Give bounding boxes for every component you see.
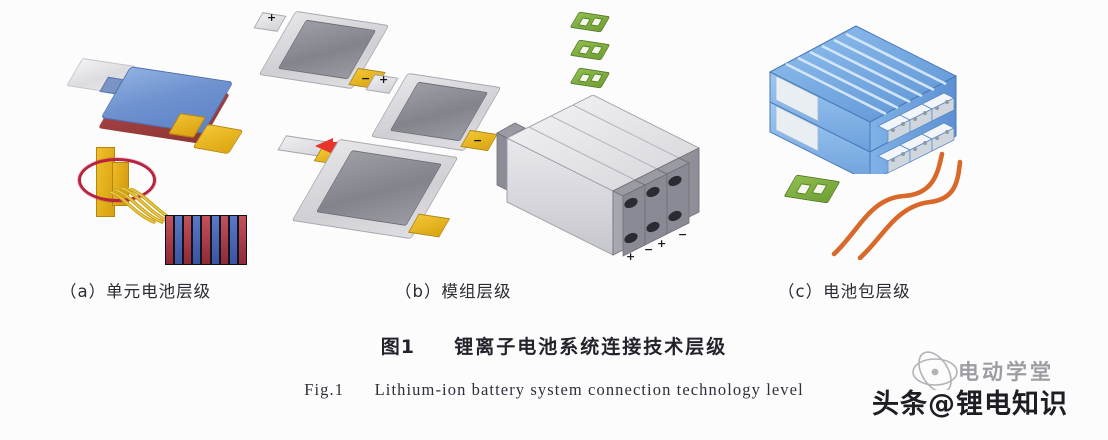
svg-text:+: + (626, 250, 635, 260)
panel-b-label: （b）模组层级 (395, 282, 512, 301)
panel-a-label: （a）单元电池层级 (60, 282, 212, 301)
busbar-connector-pack (783, 174, 841, 204)
pouch-cell-2: + − (365, 72, 503, 156)
watermark-account: 锂电知识 (956, 389, 1068, 420)
electrode-stack (165, 215, 247, 265)
figure-title: 图1 锂离子电池系统连接技术层级 (0, 332, 1108, 359)
watermark-text: 头条@锂电知识 (872, 382, 1068, 421)
battery-pack-assembly (768, 25, 958, 174)
pouch-cell-1-positive-symbol: + (267, 11, 277, 24)
busbar-connector-3 (569, 67, 611, 89)
figure-caption-number: Fig.1 (304, 380, 345, 399)
weld-highlight-ellipse (78, 158, 156, 202)
figure-caption-text: Lithium-ion battery system connection te… (374, 380, 804, 399)
watermark-logo-text: 电动学堂 (958, 360, 1054, 384)
watermark-logo-icon (912, 351, 958, 390)
prismatic-module-stack: + + − − (496, 95, 701, 260)
panel-c-pack-level: （c）电池包层级 (720, 0, 1108, 301)
watermark: 电动学堂 头条@锂电知识 (866, 350, 1102, 436)
busbar-connector-1 (569, 11, 611, 33)
busbar-connector-2 (569, 39, 611, 61)
high-voltage-cables (831, 151, 963, 260)
svg-text:+: + (657, 237, 666, 250)
svg-text:−: − (644, 243, 653, 256)
panel-b-module-level: + − + − (253, 0, 715, 301)
figure-title-text: 锂离子电池系统连接技术层级 (454, 336, 728, 358)
busbar-connector-1-body (569, 11, 611, 33)
pouch-cell-1: + − (253, 10, 391, 94)
figure-caption-en: Fig.1 Lithium-ion battery system connect… (0, 380, 1108, 400)
busbar-connector-3-body (569, 67, 611, 89)
pouch-cell-2-positive-symbol: + (379, 73, 389, 86)
pouch-cell-1-negative-symbol: − (361, 72, 371, 85)
watermark-platform: 头条 (872, 389, 928, 420)
watermark-at: @ (928, 389, 956, 420)
pouch-cell-3 (291, 138, 460, 248)
panel-c-label: （c）电池包层级 (778, 282, 911, 301)
figure-number: 图1 (380, 336, 415, 358)
panel-a-cell-level: （a）单元电池层级 (20, 0, 270, 301)
pouch-cell-2-negative-symbol: − (473, 134, 483, 147)
svg-text:−: − (678, 228, 687, 241)
busbar-connector-2-body (569, 39, 611, 61)
